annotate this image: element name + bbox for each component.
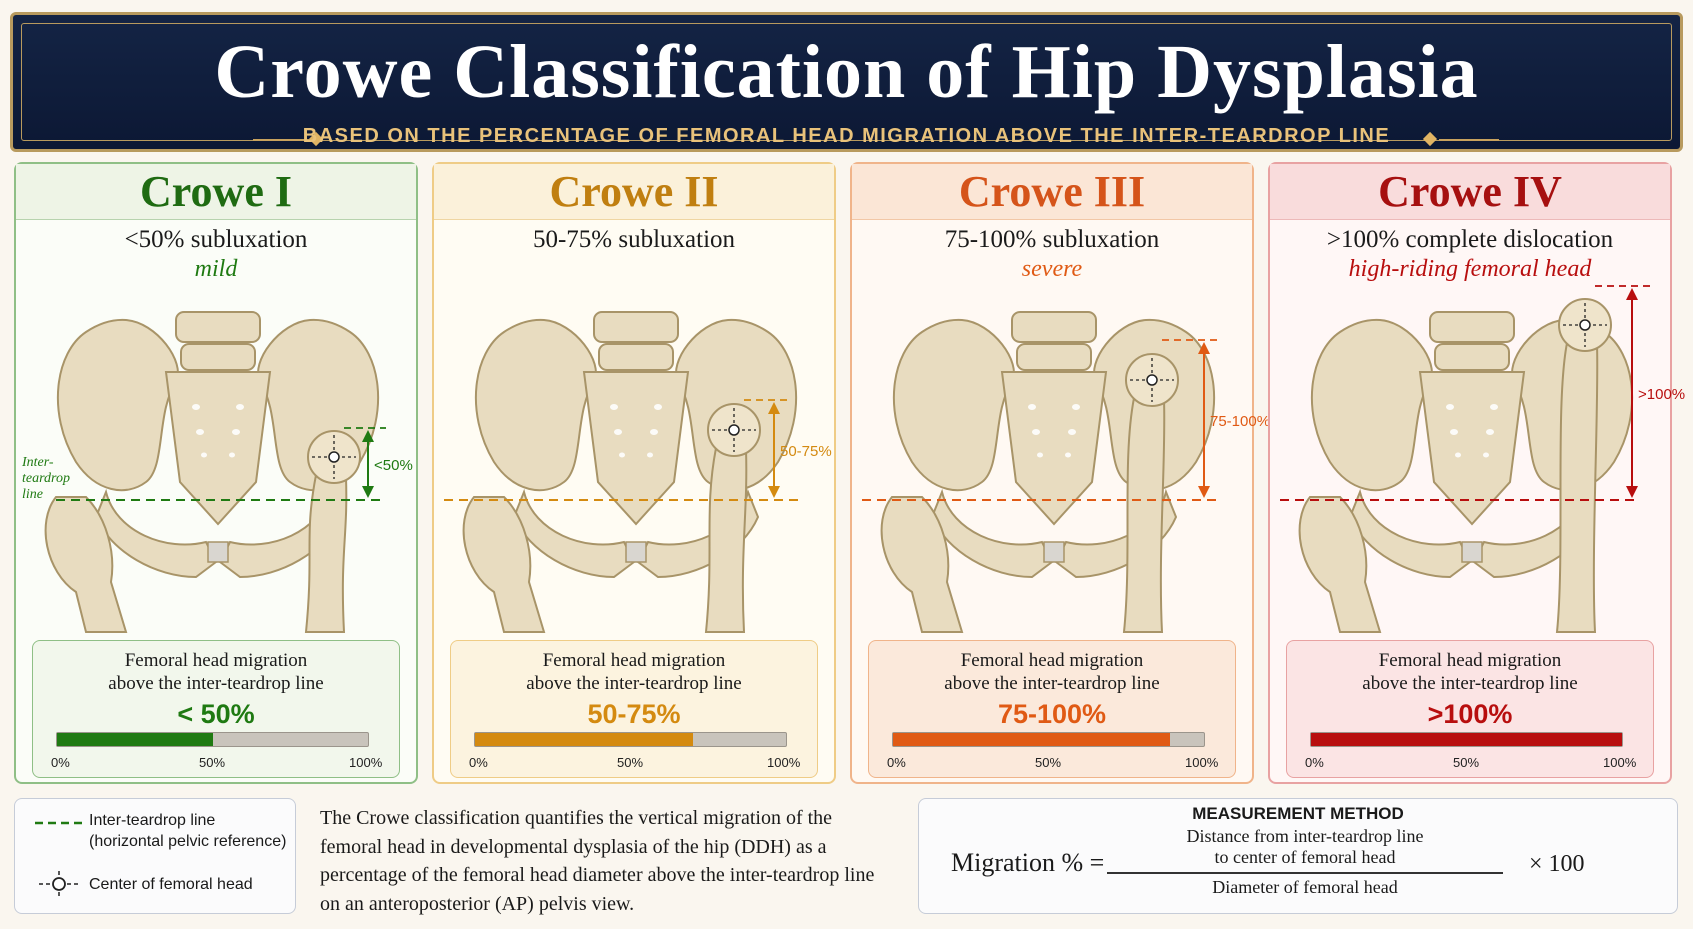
migration-text: Femoral head migration above the inter-t… [451, 649, 817, 695]
method-formula-label: Migration % = [951, 848, 1105, 877]
tick-label-100: 100% [1185, 755, 1219, 770]
card-subluxation: >100% complete dislocation [1326, 226, 1614, 253]
pelvis-illustration: >100% [1280, 285, 1685, 633]
migration-text: Femoral head migration above the inter-t… [33, 649, 399, 695]
migration-progress-bar [1310, 732, 1623, 747]
teardrop-label-1: Inter- [21, 455, 54, 470]
tick-label-50: 50% [1453, 755, 1480, 770]
migration-text: Femoral head migration above the inter-t… [869, 649, 1235, 695]
method-numerator-line-1: Distance from inter-teardrop line [1186, 826, 1424, 846]
migration-progress-fill [475, 733, 693, 746]
card-title: Crowe I [16, 164, 416, 220]
crowe-card-4: Crowe IV >100% complete dislocation high… [1268, 162, 1685, 784]
migration-progress-fill [1311, 733, 1622, 746]
migration-text-2: above the inter-teardrop line [944, 673, 1160, 694]
femur-shaft [704, 446, 748, 633]
card-severity: high-riding femoral head [1348, 256, 1592, 282]
migration-progress-fill [57, 733, 213, 746]
migration-box: Femoral head migration above the inter-t… [868, 640, 1236, 778]
migration-side-label: 75-100% [1210, 413, 1270, 430]
crowe-card-3: Crowe III 75-100% subluxation severe [850, 162, 1270, 784]
migration-text-1: Femoral head migration [960, 650, 1144, 671]
method-title: MEASUREMENT METHOD [1192, 804, 1404, 823]
measurement-method-box: MEASUREMENT METHOD Migration % = Distanc… [918, 798, 1678, 914]
teardrop-line-label: Inter- teardrop line [21, 455, 70, 502]
tick-label-0: 0% [469, 755, 488, 770]
legend-center-label: Center of femoral head [89, 876, 253, 893]
tick-label-50: 50% [1035, 755, 1062, 770]
card-title: Crowe III [852, 164, 1252, 220]
migration-side-label: >100% [1638, 386, 1685, 403]
tick-label-0: 0% [51, 755, 70, 770]
pelvis-illustration: 75-100% [862, 311, 1270, 633]
card-severity [434, 256, 834, 288]
card-severity: severe [1021, 256, 1083, 282]
femoral-head-center-icon [1130, 358, 1174, 402]
femur-shaft [304, 473, 348, 633]
migration-text-1: Femoral head migration [1378, 650, 1562, 671]
method-multiplier: × 100 [1529, 851, 1585, 877]
migration-text-2: above the inter-teardrop line [108, 673, 324, 694]
tick-label-100: 100% [767, 755, 801, 770]
tick-label-0: 0% [1305, 755, 1324, 770]
migration-box: Femoral head migration above the inter-t… [32, 640, 400, 778]
migration-text-1: Femoral head migration [124, 650, 308, 671]
migration-progress-bar [892, 732, 1205, 747]
pelvis-illustration: <50% Inter- teardrop line [21, 311, 413, 633]
card-subluxation: 50-75% subluxation [532, 226, 736, 253]
card-subluxation: <50% subluxation [124, 226, 308, 253]
migration-value: < 50% [177, 699, 255, 729]
femur-shaft [1555, 341, 1599, 633]
legend-box: Inter-teardrop line (horizontal pelvic r… [14, 798, 296, 914]
migration-progress-bar [474, 732, 787, 747]
legend-line-label: Inter-teardrop line [89, 812, 216, 829]
crowe-card-1: Crowe I <50% subluxation mild [14, 162, 418, 784]
migration-value: 75-100% [997, 699, 1107, 729]
teardrop-label-2: teardrop [22, 471, 70, 486]
banner-rule-left [253, 139, 313, 141]
migration-box: Femoral head migration above the inter-t… [1286, 640, 1654, 778]
tick-label-0: 0% [887, 755, 906, 770]
tick-label-50: 50% [617, 755, 644, 770]
description-text: The Crowe classification quantifies the … [320, 807, 875, 915]
page-subtitle: BASED ON THE PERCENTAGE OF FEMORAL HEAD … [302, 125, 1391, 147]
migration-progress-bar [56, 732, 369, 747]
fraction-bar [1107, 872, 1503, 874]
tick-label-50: 50% [199, 755, 226, 770]
card-severity: mild [194, 256, 238, 282]
migration-side-label: 50-75% [780, 443, 832, 460]
migration-box: Femoral head migration above the inter-t… [450, 640, 818, 778]
banner-rule-right [1439, 139, 1499, 141]
tick-label-100: 100% [1603, 755, 1637, 770]
card-title: Crowe IV [1270, 164, 1670, 220]
femoral-head-center-icon [39, 871, 79, 897]
pelvis-illustration: 50-75% [444, 311, 832, 633]
femoral-head-center-icon [1563, 303, 1607, 347]
card-subluxation: 75-100% subluxation [944, 226, 1160, 253]
femoral-head-center-icon [312, 435, 356, 479]
migration-value: 50-75% [587, 699, 681, 729]
method-numerator-line-2: to center of femoral head [1214, 847, 1396, 867]
card-title: Crowe II [434, 164, 834, 220]
teardrop-line-legend-icon [35, 821, 83, 825]
migration-text-2: above the inter-teardrop line [526, 673, 742, 694]
legend-line-sublabel: (horizontal pelvic reference) [89, 833, 287, 850]
method-numerator: Distance from inter-teardrop line to cen… [1107, 826, 1503, 868]
method-denominator: Diameter of femoral head [1212, 877, 1398, 897]
page-title: Crowe Classification of Hip Dysplasia [214, 30, 1479, 114]
teardrop-label-3: line [22, 487, 43, 502]
migration-text-1: Femoral head migration [542, 650, 726, 671]
migration-side-label: <50% [374, 457, 413, 474]
femoral-head-center-icon [712, 408, 756, 452]
migration-progress-fill [893, 733, 1170, 746]
migration-value: >100% [1427, 699, 1513, 729]
crowe-card-2: Crowe II 50-75% subluxation [432, 162, 836, 784]
femur-shaft [1122, 396, 1166, 633]
tick-label-100: 100% [349, 755, 383, 770]
header-banner: Crowe Classification of Hip Dysplasia BA… [10, 12, 1683, 152]
migration-text-2: above the inter-teardrop line [1362, 673, 1578, 694]
migration-text: Femoral head migration above the inter-t… [1287, 649, 1653, 695]
